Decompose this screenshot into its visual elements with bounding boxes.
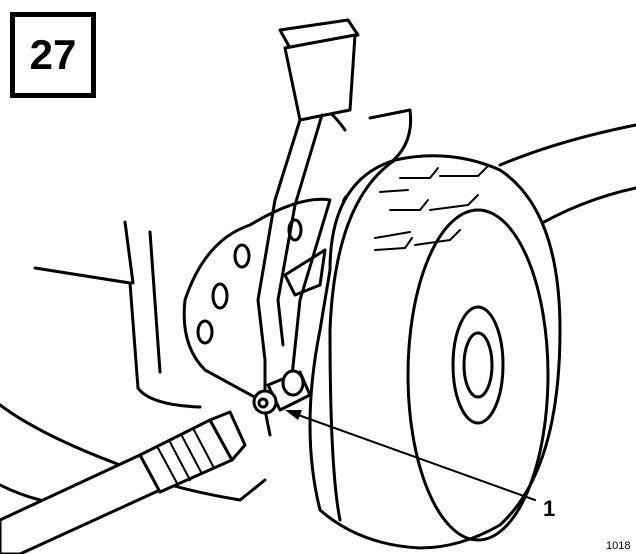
image-id: 1018 (606, 540, 631, 552)
figure-number-box: 27 (10, 12, 96, 98)
figure-number: 27 (29, 31, 77, 78)
callout-leader (285, 410, 536, 501)
wheel-icon (308, 154, 562, 550)
grease-gun-nozzle-icon (0, 410, 247, 554)
grease-fitting-icon (252, 369, 312, 415)
callout-label: 1 (543, 496, 556, 521)
